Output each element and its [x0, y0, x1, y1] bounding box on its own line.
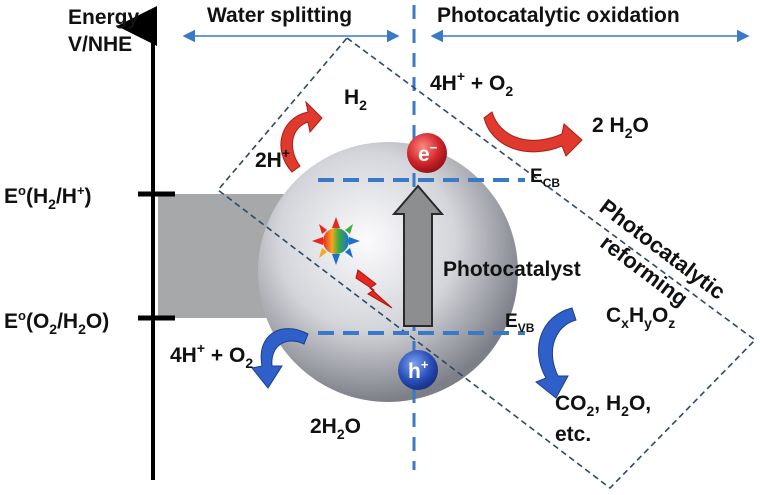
reforming-box — [216, 36, 757, 490]
blue-arrow-water-oxidation — [251, 328, 309, 389]
blue-arrow-reforming — [535, 307, 577, 399]
red-arrow-reduction — [280, 100, 323, 173]
label-4h-o2-bottom: 4H+ + O2 — [170, 340, 253, 371]
label-h2: H2 — [344, 86, 367, 113]
tick-label-h2: Eo(H2/H+) — [4, 183, 92, 212]
label-products: CO2, H2O, — [555, 392, 651, 419]
label-2h2o-top: 2 H2O — [592, 114, 649, 141]
label-2h2o-bottom: 2H2O — [310, 415, 361, 442]
label-cxhyoz: CxHyOz — [606, 304, 675, 331]
ecb-label: ECB — [530, 166, 560, 190]
label-etc: etc. — [555, 423, 591, 446]
photocatalyst-label: Photocatalyst — [443, 258, 581, 281]
header-water-splitting: Water splitting — [207, 4, 352, 27]
label-4h-o2-top: 4H+ + O2 — [430, 68, 513, 99]
tick-label-o2: Eo(O2/H2O) — [4, 308, 109, 337]
header-photocatalytic-oxidation: Photocatalytic oxidation — [437, 4, 680, 27]
sun-icon — [312, 217, 360, 265]
electron-particle — [407, 133, 447, 173]
evb-label: EVB — [505, 311, 535, 335]
electron-label: e− — [418, 140, 438, 166]
axis-label-unit: V/NHE — [68, 33, 132, 56]
hole-label: h+ — [408, 357, 429, 383]
red-arrow-oxidation — [483, 111, 583, 157]
hole-particle — [398, 350, 438, 390]
label-2h-plus: 2H+ — [255, 145, 290, 172]
axis-label-energy: Energy — [68, 6, 140, 29]
excitation-arrow — [391, 184, 445, 327]
photocatalyst-sphere — [258, 142, 518, 402]
lightning-icon — [355, 269, 393, 309]
